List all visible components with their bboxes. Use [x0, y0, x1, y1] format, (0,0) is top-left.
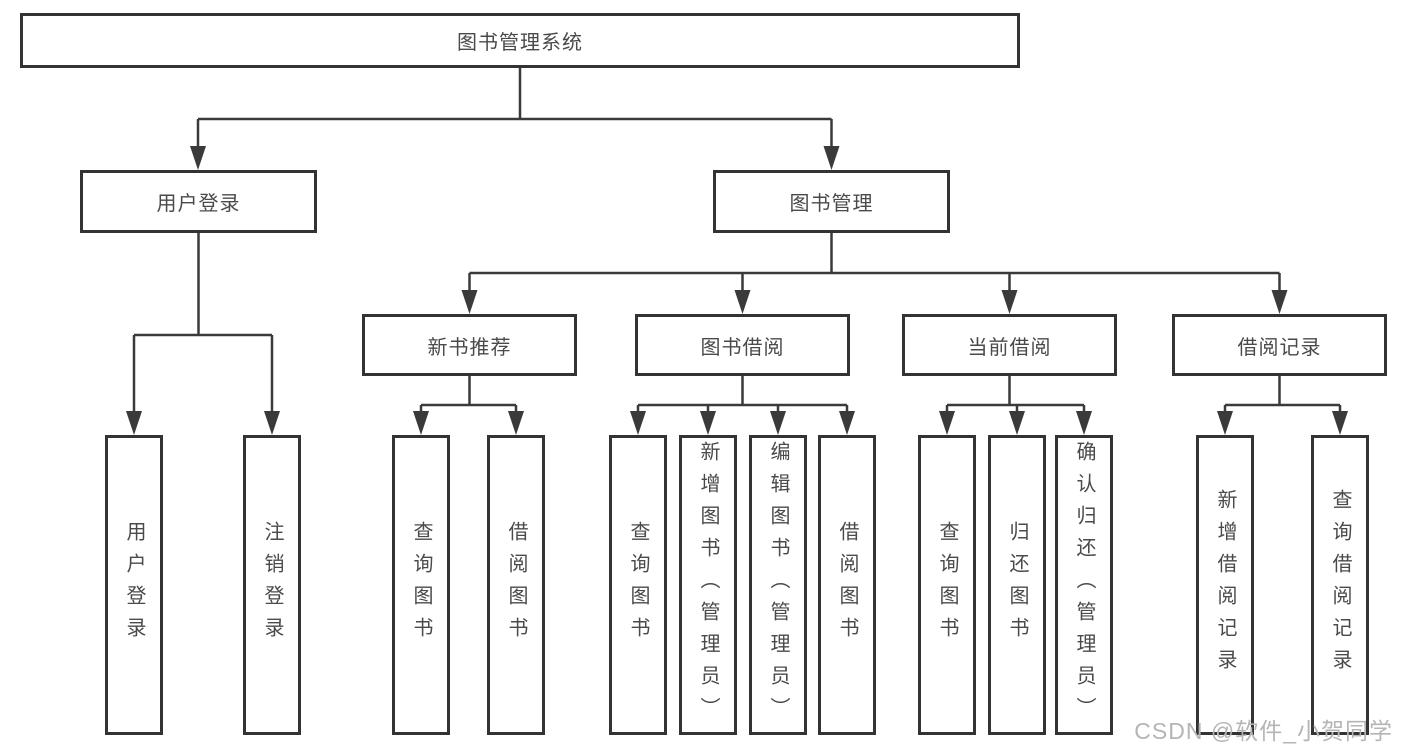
node-book-borrowing: 图书借阅 [635, 314, 850, 376]
leaf-add-books-admin-label: 新增图书（管理员） [697, 441, 719, 729]
node-book-borrowing-label: 图书借阅 [700, 336, 785, 359]
leaf-logout: 注销登录 [243, 435, 301, 735]
node-borrowing-records: 借阅记录 [1172, 314, 1387, 376]
leaf-borrow-books-recommend: 借阅图书 [487, 435, 545, 735]
leaf-logout-label: 注销登录 [261, 521, 283, 649]
leaf-borrow-books: 借阅图书 [818, 435, 876, 735]
node-book-management-label: 图书管理 [789, 193, 874, 215]
leaf-return-books-label: 归还图书 [1006, 521, 1028, 649]
node-current-borrowing: 当前借阅 [902, 314, 1117, 376]
leaf-query-books-current-label: 查询图书 [936, 521, 958, 649]
leaf-borrow-books-label: 借阅图书 [836, 521, 858, 649]
leaf-query-books-recommend: 查询图书 [392, 435, 450, 735]
leaf-add-borrow-record: 新增借阅记录 [1196, 435, 1254, 735]
node-new-book-recommendation-label: 新书推荐 [427, 336, 512, 359]
leaf-confirm-return-admin: 确认归还（管理员） [1055, 435, 1113, 735]
node-book-management: 图书管理 [713, 170, 950, 233]
leaf-query-borrow-record: 查询借阅记录 [1311, 435, 1369, 735]
node-new-book-recommendation: 新书推荐 [362, 314, 577, 376]
leaf-edit-books-admin: 编辑图书（管理员） [749, 435, 807, 735]
leaf-user-login-label: 用户登录 [123, 521, 145, 649]
leaf-user-login: 用户登录 [105, 435, 163, 735]
leaf-add-borrow-record-label: 新增借阅记录 [1214, 489, 1236, 681]
leaf-query-books-current: 查询图书 [918, 435, 976, 735]
leaf-query-books-recommend-label: 查询图书 [410, 521, 432, 649]
node-user-login-label: 用户登录 [156, 193, 241, 215]
node-current-borrowing-label: 当前借阅 [967, 336, 1052, 359]
watermark: CSDN @软件_小贺同学 [1134, 718, 1393, 744]
node-borrowing-records-label: 借阅记录 [1237, 336, 1322, 359]
node-library-system: 图书管理系统 [20, 13, 1020, 68]
leaf-borrow-books-recommend-label: 借阅图书 [505, 521, 527, 649]
node-library-system-label: 图书管理系统 [457, 32, 583, 54]
leaf-query-borrow-record-label: 查询借阅记录 [1329, 489, 1351, 681]
leaf-return-books: 归还图书 [988, 435, 1046, 735]
leaf-confirm-return-admin-label: 确认归还（管理员） [1073, 441, 1095, 729]
node-user-login: 用户登录 [80, 170, 317, 233]
leaf-query-books-borrow-label: 查询图书 [627, 521, 649, 649]
leaf-add-books-admin: 新增图书（管理员） [679, 435, 737, 735]
leaf-edit-books-admin-label: 编辑图书（管理员） [767, 441, 789, 729]
leaf-query-books-borrow: 查询图书 [609, 435, 667, 735]
